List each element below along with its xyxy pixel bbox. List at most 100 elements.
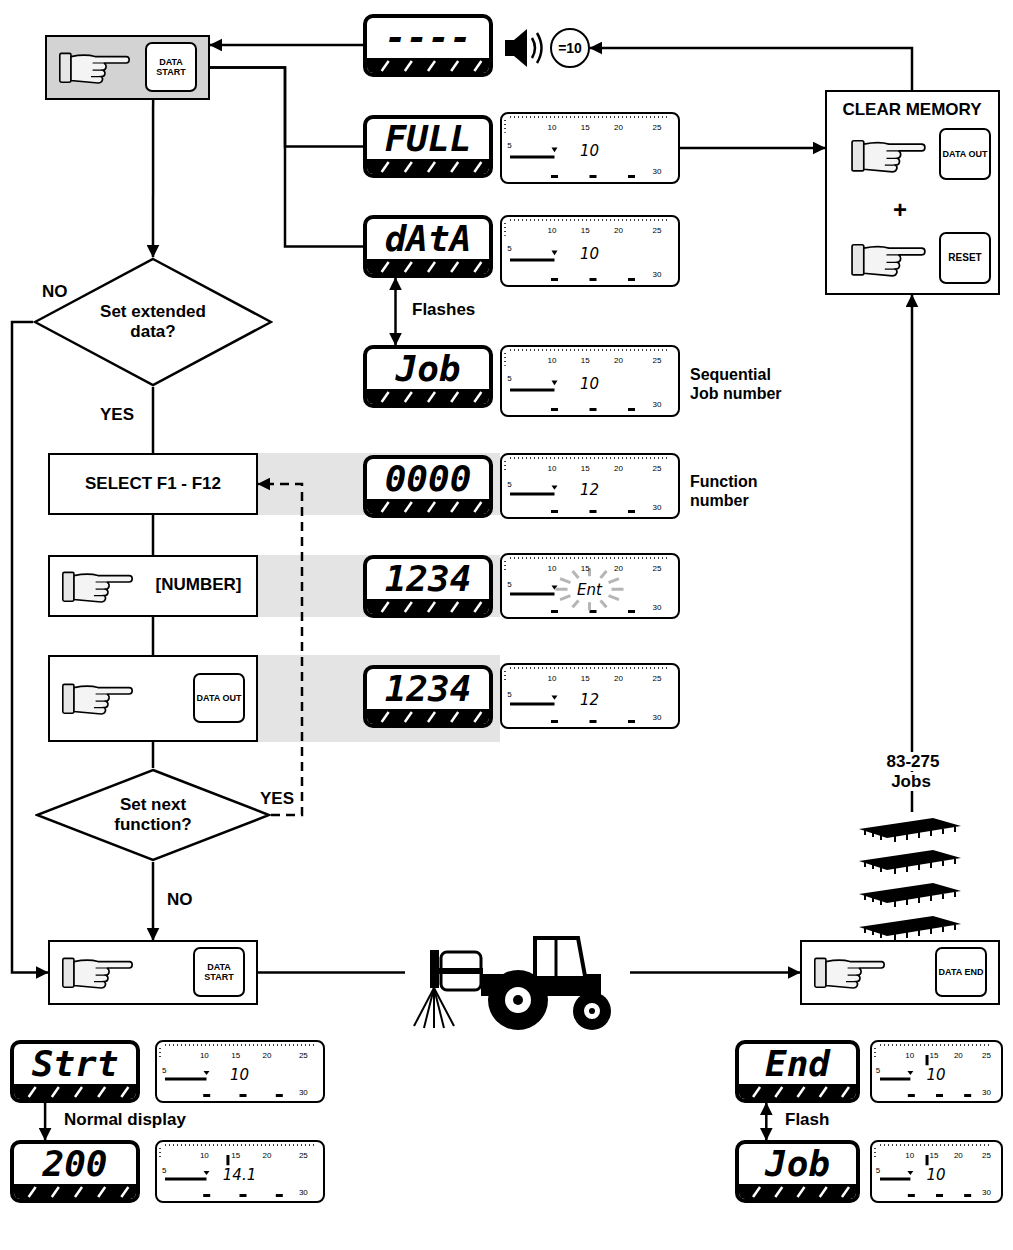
text-holder: 10 — [157, 1066, 322, 1084]
scale-number: 20 — [614, 226, 623, 235]
text-holder: 10 — [872, 1066, 1000, 1084]
gauge-display: 1015202553010 — [870, 1140, 1003, 1203]
scale-number: 10 — [548, 564, 557, 573]
gauge-value: 10 — [926, 1166, 945, 1184]
hand-icon — [59, 47, 131, 87]
scale-number: 5 — [507, 374, 511, 383]
text-holder: 25 — [299, 1044, 308, 1062]
text-holder: 25 — [299, 1144, 308, 1162]
scale-number: 15 — [581, 564, 590, 573]
lcd-display: End — [735, 1040, 860, 1103]
scale-number: 25 — [653, 226, 662, 235]
scale-number: 10 — [548, 674, 557, 683]
lcd-display: Job — [363, 345, 493, 408]
lcd-readout: ---- — [385, 20, 472, 56]
gauge-display: 1015202553010 — [500, 215, 680, 287]
lcd-text-area: 200 — [14, 1144, 136, 1183]
diamond-text-area: Set next function? — [87, 768, 219, 862]
lcd-display: FULL — [363, 115, 493, 178]
process-box: DATA START — [48, 940, 258, 1005]
text-holder: 15 — [930, 1144, 939, 1162]
text-holder: Sequential Job number — [690, 365, 802, 403]
text-holder: 20 — [614, 116, 623, 134]
scale-number: 25 — [299, 1051, 308, 1060]
connector — [152, 100, 155, 257]
key-label: DATA START — [195, 962, 243, 983]
lcd-text-area: 0000 — [367, 459, 489, 498]
text-holder: 20 — [263, 1044, 272, 1062]
lcd-text-area: End — [739, 1044, 856, 1083]
text-holder: 15 — [231, 1144, 240, 1162]
lcd-readout: 0000 — [385, 461, 472, 497]
scale-number: 5 — [507, 580, 511, 589]
connector — [152, 515, 155, 555]
key-button: DATA OUT — [193, 673, 245, 723]
key-button: DATA START — [193, 947, 245, 997]
lcd-display: 0000 — [363, 455, 493, 518]
key-button: DATA OUT — [939, 128, 991, 180]
edge-label: 83-275 Jobs — [885, 752, 940, 791]
edge-label: Normal display — [62, 1110, 188, 1129]
text-holder: 12 — [502, 691, 677, 709]
text-holder: 5 — [507, 237, 511, 255]
lcd-bezel — [367, 599, 489, 614]
text-holder: 20 — [614, 349, 623, 367]
text-holder: 15 — [930, 1044, 939, 1062]
connector — [210, 44, 363, 47]
decision-diamond: Set extended data? — [33, 257, 273, 387]
text-holder: 10 — [548, 457, 557, 475]
scale-number: 15 — [581, 464, 590, 473]
lcd-readout: 1234 — [385, 561, 472, 597]
scale-number: 15 — [581, 674, 590, 683]
connector — [590, 48, 912, 90]
text-holder: 30 — [653, 496, 662, 514]
decision-text: Set extended data? — [86, 302, 220, 343]
text-holder: 25 — [982, 1144, 991, 1162]
scale-number: 25 — [653, 123, 662, 132]
text-holder: NO — [40, 282, 80, 302]
lcd-text-area: dAtA — [367, 219, 489, 258]
scale-number: 10 — [200, 1151, 209, 1160]
lcd-bezel — [367, 499, 489, 514]
text-holder: 20 — [954, 1144, 963, 1162]
connector — [210, 68, 363, 147]
lcd-readout: Job — [765, 1146, 830, 1182]
connector — [680, 147, 825, 150]
text-holder: Ent — [502, 581, 677, 599]
scale-number: 25 — [982, 1151, 991, 1160]
connector — [394, 278, 397, 345]
process-box: DATA END — [800, 940, 1000, 1005]
scale-number: 25 — [982, 1051, 991, 1060]
text-holder: 10 — [548, 116, 557, 134]
lcd-bezel — [739, 1084, 856, 1099]
text-holder: 30 — [653, 263, 662, 281]
text-holder: 15 — [581, 667, 590, 685]
scale-number: 5 — [507, 244, 511, 253]
scale-number: 25 — [299, 1151, 308, 1160]
text-holder: 30 — [299, 1181, 308, 1199]
scale-number: 30 — [982, 1188, 991, 1197]
scale-number: 5 — [876, 1066, 880, 1075]
lcd-bezel — [739, 1184, 856, 1199]
tractor-sprayer — [405, 930, 630, 1034]
text-holder: 83-275 Jobs — [870, 752, 954, 793]
text-holder: 10 — [502, 142, 677, 160]
lcd-display: Job — [735, 1140, 860, 1203]
text-holder: 25 — [653, 349, 662, 367]
memory-chips — [852, 812, 966, 948]
text-holder: 10 — [905, 1044, 914, 1062]
scale-number: 5 — [162, 1066, 166, 1075]
scale-number: 15 — [930, 1151, 939, 1160]
lcd-text-area: 1234 — [367, 669, 489, 708]
connector — [152, 387, 155, 453]
text-holder: 10 — [548, 349, 557, 367]
lcd-bezel — [367, 259, 489, 274]
lcd-display: 200 — [10, 1140, 140, 1203]
lcd-bezel — [367, 58, 489, 73]
text-holder: 5 — [507, 367, 511, 385]
beep-count: =10 — [558, 40, 582, 57]
key-button: DATA START — [145, 42, 197, 92]
text-holder: 10 — [872, 1166, 1000, 1184]
process-box: DATA OUT — [48, 655, 258, 742]
